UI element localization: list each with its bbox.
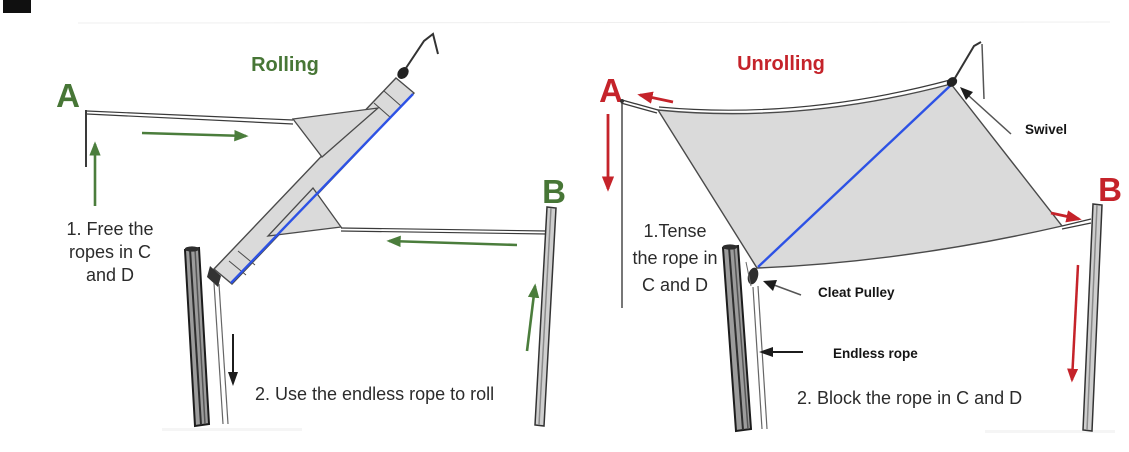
- unrolling-step1-line3: C and D: [642, 275, 708, 295]
- roll-segment-line: [373, 102, 392, 119]
- arrow-right-b-red: [1050, 210, 1082, 223]
- pole-c-cap: [184, 246, 200, 252]
- endless-rope-line1: [752, 286, 763, 430]
- rolling-anchor-a-label: A: [56, 77, 80, 114]
- cleat-pulley-label: Cleat Pulley: [818, 285, 895, 300]
- sail-fold-top: [291, 107, 381, 158]
- arrow-up-pole-b-green: [525, 283, 540, 352]
- cleat-rope-loop: [745, 261, 752, 287]
- open-sail: [656, 83, 1064, 269]
- swivel-fitting: [946, 77, 958, 87]
- endless-rope-label: Endless rope: [833, 346, 918, 361]
- arrow-swivel-pointer-black: [968, 95, 1012, 135]
- swivel-hook-icon: [954, 41, 982, 79]
- top-rope-line2: [86, 113, 294, 125]
- rolling-step1-line1: 1. Free the: [66, 219, 153, 239]
- rolling-anchor-b-label: B: [542, 173, 566, 210]
- corner-a-strap1: [621, 99, 659, 111]
- faint-top-rule: [77, 21, 1111, 24]
- unrolling-step1-line2: the rope in: [632, 248, 717, 268]
- unrolling-title: Unrolling: [737, 53, 825, 75]
- blue-diagonal-rope: [757, 84, 952, 268]
- arrow-swivel-pointer-black-head: [960, 87, 973, 100]
- endless-rope-line2: [757, 285, 768, 430]
- unrolling-anchor-a-label: A: [599, 72, 623, 109]
- corner-b-strap2: [1061, 222, 1092, 230]
- ground-shadow-left: [162, 428, 302, 431]
- roll-segment-line: [383, 90, 402, 107]
- rolled-sail-band: [212, 77, 416, 285]
- ground-shadow-right: [985, 430, 1115, 433]
- arrow-endless-rope-pointer-black-head: [759, 347, 773, 357]
- corner-artifact: [3, 0, 31, 13]
- unrolling-step2: 2. Block the rope in C and D: [797, 388, 1022, 408]
- pole-c-streak: [194, 248, 206, 425]
- arrow-top-right-green: [141, 129, 249, 142]
- endless-rope-line2: [218, 283, 229, 425]
- rolling-step1-line3: and D: [86, 265, 134, 285]
- pole-c-cap: [722, 244, 738, 250]
- rolling-title: Rolling: [251, 54, 319, 76]
- arrow-cleat-pointer-black: [773, 284, 802, 296]
- cleat-pulley-fitting: [747, 267, 759, 285]
- arrow-down-endless-rope-black-head: [228, 372, 238, 386]
- swivel-hook-icon: [405, 32, 439, 69]
- arrow-cleat-pointer-black-head: [763, 280, 777, 291]
- pole-b-streak: [538, 207, 552, 426]
- pole-c-streak: [733, 246, 749, 430]
- swivel-fitting: [397, 67, 409, 79]
- top-rope-line1: [86, 110, 294, 121]
- arrow-left-a-red: [637, 91, 674, 104]
- unrolling-step1-line1: 1.Tense: [643, 221, 706, 241]
- roll-segment-line: [228, 260, 247, 276]
- arrow-down-pole-b-red: [1067, 264, 1080, 383]
- unrolling-anchor-b-label: B: [1098, 171, 1122, 208]
- unrolling-panel: Unrolling A 1.Tense the rope in C and D …: [599, 41, 1122, 433]
- rolling-panel: Rolling A 1. Free the ropes in C and D B: [56, 32, 566, 428]
- swivel-label: Swivel: [1025, 122, 1067, 137]
- rolling-step2: 2. Use the endless rope to roll: [255, 384, 494, 404]
- bottom-rope-line1: [340, 227, 548, 232]
- cleat-fitting: [207, 266, 221, 287]
- corner-b-strap1: [1061, 218, 1092, 227]
- pole-c-streak: [728, 246, 744, 431]
- rolling-step1-line2: ropes in C: [69, 242, 151, 262]
- endless-rope-line1: [213, 282, 224, 425]
- swivel-post-line: [981, 43, 985, 100]
- blue-roll-edge: [230, 93, 414, 284]
- bottom-rope-line2: [340, 230, 548, 235]
- corner-a-strap2: [620, 102, 658, 114]
- corner-a-pin: [620, 99, 624, 103]
- pole-b-streak: [1086, 204, 1098, 431]
- arrow-left-bottom-green: [386, 235, 518, 248]
- sail-top-rope: [658, 79, 951, 111]
- pole-c-streak: [189, 248, 202, 426]
